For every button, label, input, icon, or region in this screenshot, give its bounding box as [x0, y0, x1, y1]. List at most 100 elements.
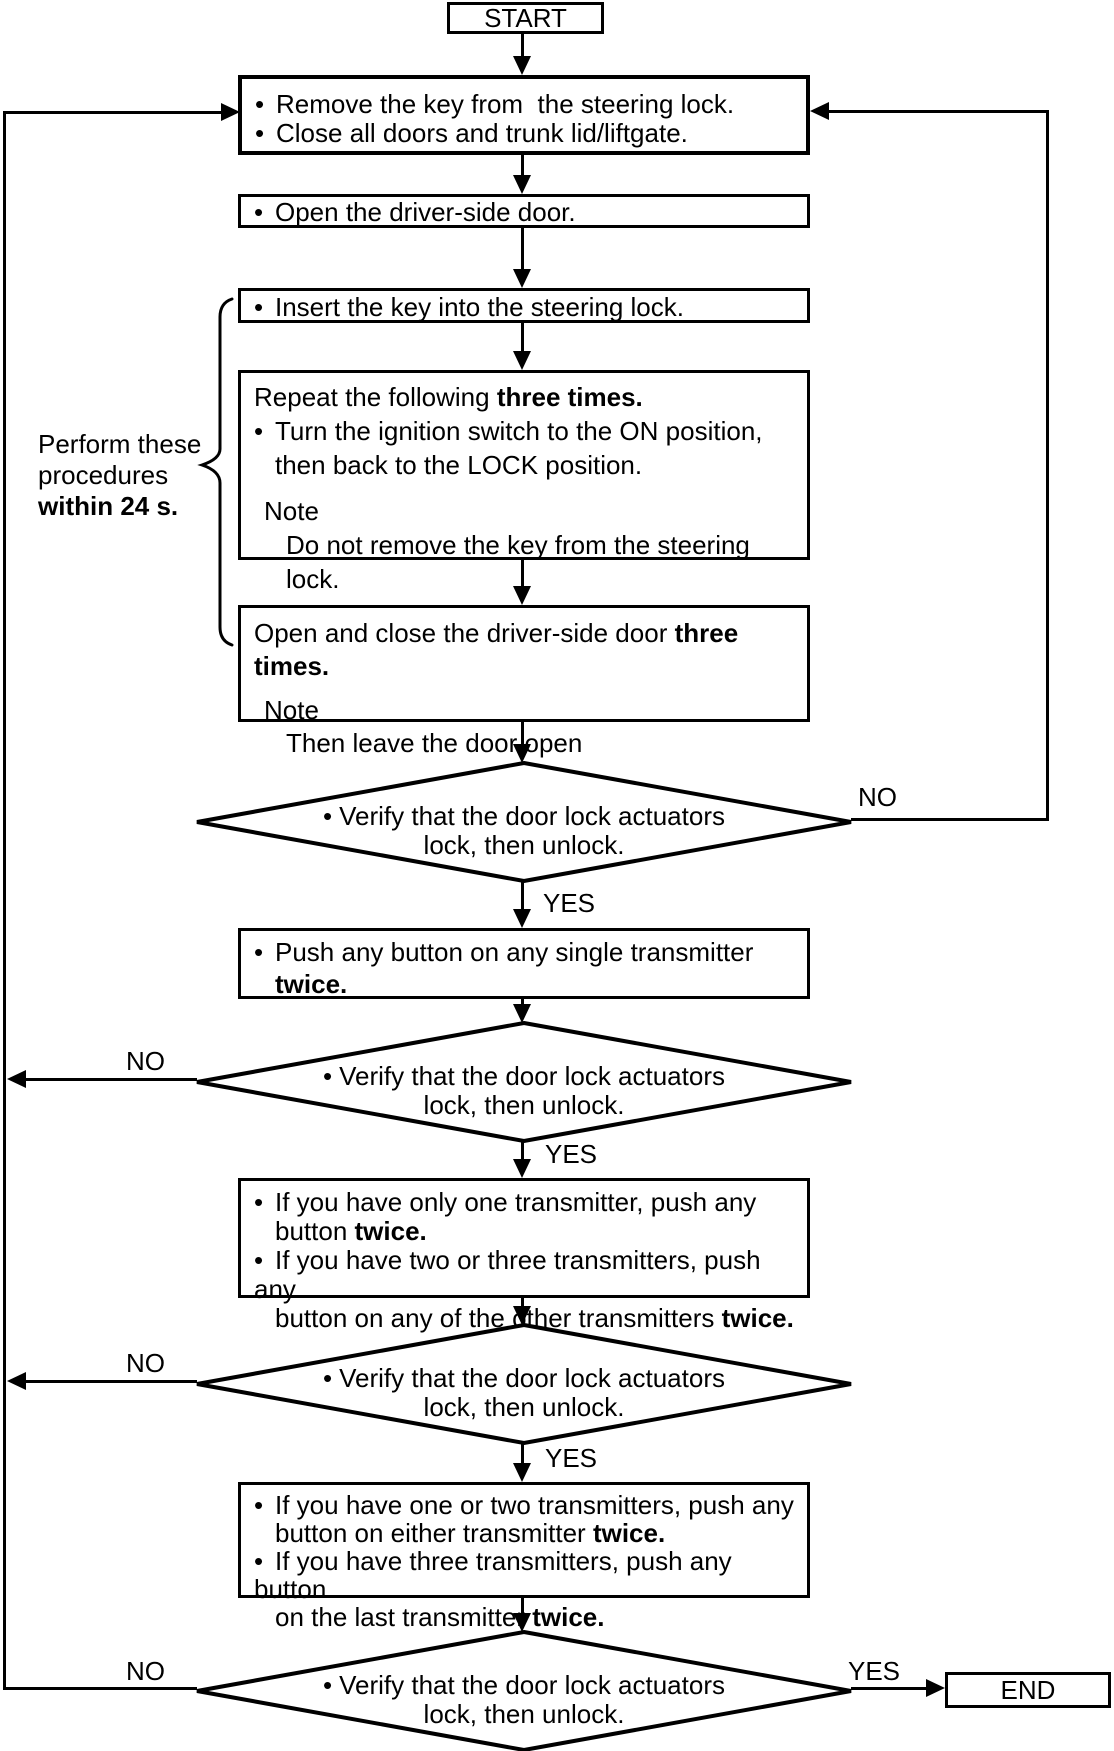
text-line: •Open the driver-side door. [254, 197, 576, 227]
decision-verify-1 [196, 761, 852, 883]
edge-verify4-no [3, 1687, 197, 1690]
diamond-shape [196, 1630, 852, 1751]
edge-verify3-yes [521, 1443, 524, 1465]
text-line: •Turn the ignition switch to the ON posi… [254, 416, 763, 446]
decision-verify-3 [196, 1323, 852, 1445]
bullet-glyph: • [254, 1187, 264, 1217]
text-line: button twice. [275, 1216, 427, 1246]
arrowhead [513, 744, 531, 763]
bullet-glyph: • [323, 1363, 333, 1393]
diamond-shape [196, 1323, 852, 1445]
arrowhead [513, 1306, 531, 1325]
text-line: •If you have one or two transmitters, pu… [254, 1490, 794, 1520]
text-line: lock, then unlock. [423, 1392, 625, 1422]
arrowhead [513, 1159, 531, 1178]
arrowhead [513, 351, 531, 370]
arrowhead [513, 586, 531, 605]
edge-remove-key-to-open-door [521, 155, 524, 176]
text-line: button on either transmitter twice. [275, 1518, 666, 1548]
label-no-2: NO [126, 1046, 165, 1076]
text-line: •If you have only one transmitter, push … [254, 1187, 757, 1217]
edge-verify4-yes [851, 1687, 926, 1690]
edge-insert-key-to-repeat [521, 323, 524, 352]
decision-verify-2 [196, 1021, 852, 1143]
decision-verify-3-text: •Verify that the door lock actuators loc… [244, 1364, 804, 1422]
text-line: •If you have three transmitters, push an… [254, 1546, 739, 1604]
label-yes-4: YES [848, 1656, 901, 1686]
diamond-shape [196, 761, 852, 883]
edge-verify2-yes [521, 1141, 524, 1161]
side-note: Perform these procedures within 24 s. [38, 429, 201, 522]
bullet-glyph: • [323, 1670, 333, 1700]
text-line: twice. [275, 969, 348, 999]
label-yes-3: YES [545, 1443, 598, 1473]
bullet-glyph: • [323, 801, 333, 831]
text-line: on the last transmitter twice. [275, 1602, 605, 1632]
decision-verify-1-text: •Verify that the door lock actuators loc… [244, 802, 804, 860]
label-yes-2: YES [545, 1139, 598, 1169]
arrowhead [513, 1004, 531, 1023]
decision-verify-2-text: •Verify that the door lock actuators loc… [244, 1062, 804, 1120]
text-line: •Verify that the door lock actuators [323, 801, 725, 831]
arrowhead [926, 1679, 945, 1697]
left-return-rail [3, 111, 6, 1690]
bullet-glyph: • [254, 1546, 264, 1576]
text-line: •Remove the key from the steering lock. [255, 89, 735, 119]
label-no-4: NO [126, 1656, 165, 1686]
edge-return-to-remove-key-left [3, 111, 221, 114]
text-line: •Verify that the door lock actuators [323, 1363, 725, 1393]
box-remove-key: •Remove the key from the steering lock. … [238, 75, 810, 155]
bullet-glyph: • [255, 89, 265, 119]
box-push-other: •If you have only one transmitter, push … [238, 1178, 810, 1333]
edge-verify1-no [851, 818, 1049, 821]
edge-open-close-to-verify1 [521, 722, 524, 745]
edge-repeat-to-open-close [521, 560, 524, 587]
diamond-shape [196, 1021, 852, 1143]
bullet-glyph: • [255, 118, 265, 148]
text-line: within 24 s. [38, 491, 179, 521]
text-line: lock, then unlock. [423, 1090, 625, 1120]
text-line: •Close all doors and trunk lid/liftgate. [255, 118, 688, 148]
edge-push-last-to-verify4 [521, 1598, 524, 1614]
label-no-3: NO [126, 1348, 165, 1378]
box-insert-key: •Insert the key into the steering lock. [238, 288, 810, 323]
bullet-glyph: • [254, 292, 264, 322]
right-return-rail [1046, 110, 1049, 821]
text-line: Open and close the driver-side door thre… [254, 618, 746, 681]
start-label: START [484, 3, 567, 33]
terminal-start: START [447, 2, 604, 34]
edge-return-to-remove-key-right [826, 110, 1049, 113]
edge-start-to-remove-key [521, 33, 524, 58]
brace-icon [197, 297, 234, 647]
text-line: Repeat the following three times. [254, 382, 643, 412]
bullet-glyph: • [254, 1245, 264, 1275]
bullet-glyph: • [254, 937, 264, 967]
label-yes-1: YES [543, 888, 596, 918]
arrowhead [221, 103, 240, 121]
text-line: •Verify that the door lock actuators [323, 1670, 725, 1700]
text-line: Note [264, 695, 319, 725]
edge-verify1-yes [521, 881, 524, 910]
edge-push-single-to-verify2 [521, 999, 524, 1006]
box-push-single: •Push any button on any single transmitt… [238, 928, 810, 999]
edge-push-other-to-verify3 [521, 1298, 524, 1308]
bullet-glyph: • [254, 416, 264, 446]
text-line: •Push any button on any single transmitt… [254, 937, 754, 967]
label-no-1: NO [858, 782, 897, 812]
arrowhead [7, 1372, 26, 1390]
arrowhead [513, 1463, 531, 1482]
arrowhead [513, 56, 531, 75]
box-push-last: •If you have one or two transmitters, pu… [238, 1482, 810, 1631]
text-line: Then leave the door open [286, 728, 583, 758]
text-line: •Insert the key into the steering lock. [254, 292, 684, 322]
decision-verify-4 [196, 1630, 852, 1751]
arrowhead [513, 909, 531, 928]
arrowhead [7, 1070, 26, 1088]
box-repeat-ignition: Repeat the following three times. •Turn … [238, 370, 810, 594]
bullet-glyph: • [254, 197, 264, 227]
bullet-glyph: • [323, 1061, 333, 1091]
arrowhead [810, 102, 829, 120]
text-line: •If you have two or three transmitters, … [254, 1245, 768, 1304]
text-line: Do not remove the key from the steering … [286, 530, 758, 594]
